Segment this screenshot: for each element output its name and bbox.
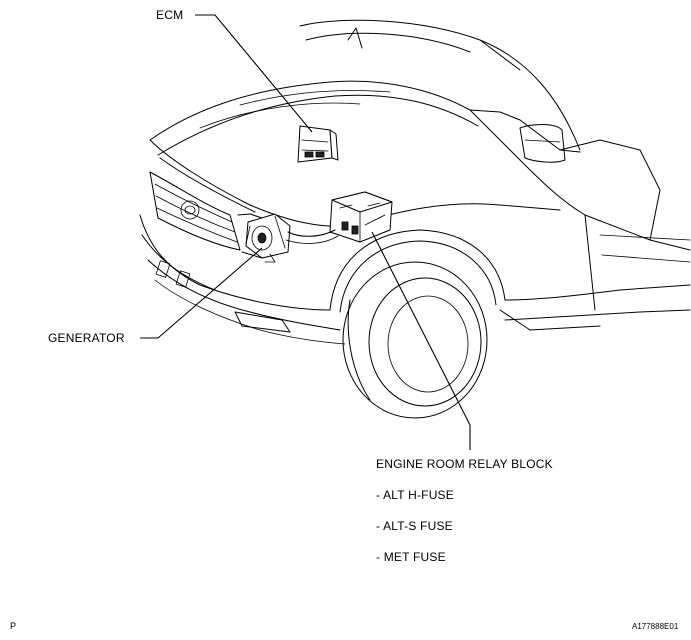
generator-unit	[245, 213, 291, 263]
vehicle-outline	[139, 19, 691, 419]
relay-block-label: ENGINE ROOM RELAY BLOCK	[376, 457, 553, 471]
figure-id: A177888E01	[632, 622, 679, 631]
wiring-harness-2	[285, 235, 339, 244]
leader-lines	[140, 14, 471, 450]
fuse-alt-h-label: - ALT H-FUSE	[376, 488, 454, 502]
ecm-label: ECM	[156, 8, 184, 22]
ecm-leader-line	[195, 14, 313, 133]
corner-left-code: P	[10, 621, 17, 631]
generator-leader-line	[140, 247, 263, 339]
fuse-met-label: - MET FUSE	[376, 550, 446, 564]
relay-block-leader-line	[371, 231, 471, 450]
fuse-alt-s-label: - ALT-S FUSE	[376, 519, 453, 533]
generator-label: GENERATOR	[48, 331, 125, 345]
ecm-unit	[297, 125, 339, 163]
wiring-harness	[287, 229, 336, 237]
relay-block-unit	[329, 191, 393, 243]
